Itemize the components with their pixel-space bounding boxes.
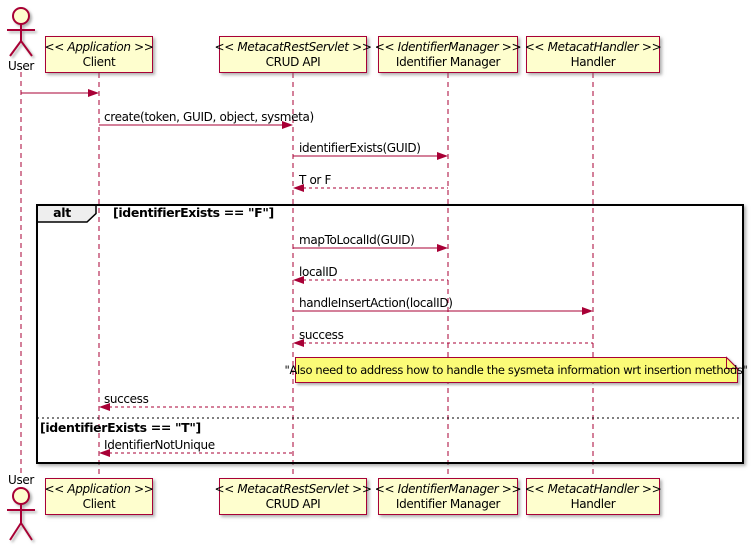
participant-client-bottom: << Application >> Client <box>44 478 154 515</box>
participant-stereotype: << Application >> <box>44 481 154 496</box>
arrow-user-client <box>21 89 99 97</box>
participant-client-top: << Application >> Client <box>44 36 154 73</box>
message-label-handle-insert-action: handleInsertAction(localID) <box>299 296 453 310</box>
participant-name: Handler <box>570 496 616 511</box>
participant-stereotype: << Application >> <box>44 39 154 54</box>
participant-stereotype: << MetacatHandler >> <box>524 39 662 54</box>
arrow-t-or-f-return <box>293 184 448 192</box>
arrow-create <box>99 121 293 129</box>
participant-name: CRUD API <box>265 496 321 511</box>
note-fold-icon <box>726 356 739 369</box>
participant-stereotype: << MetacatRestServlet >> <box>214 39 372 54</box>
note-text: "Also need to address how to handle the … <box>284 363 748 377</box>
alt-guard-identifier-exists-false: [identifierExists == "F"] <box>113 205 274 220</box>
participant-stereotype: << MetacatRestServlet >> <box>214 481 372 496</box>
participant-identifier-manager-bottom: << IdentifierManager >> Identifier Manag… <box>374 478 522 515</box>
participant-name: Client <box>82 496 116 511</box>
participant-name: Client <box>82 54 116 69</box>
lifelines <box>20 72 594 477</box>
participant-name: CRUD API <box>265 54 321 69</box>
message-label-identifier-not-unique: IdentifierNotUnique <box>104 438 215 452</box>
actor-user-bottom-icon <box>7 487 35 541</box>
participant-crud-api-top: << MetacatRestServlet >> CRUD API <box>214 36 372 73</box>
participant-name: Identifier Manager <box>395 54 501 69</box>
participant-stereotype: << MetacatHandler >> <box>524 481 662 496</box>
message-label-t-or-f: T or F <box>299 173 332 187</box>
actor-user-top-icon <box>7 7 35 57</box>
participant-identifier-manager-top: << IdentifierManager >> Identifier Manag… <box>374 36 522 73</box>
participant-handler-top: << MetacatHandler >> Handler <box>524 36 662 73</box>
participant-name: Identifier Manager <box>395 496 501 511</box>
note <box>295 356 739 383</box>
actor-user-bottom-label: User <box>8 473 34 487</box>
message-label-success-client: success <box>104 392 149 406</box>
participant-crud-api-bottom: << MetacatRestServlet >> CRUD API <box>214 478 372 515</box>
participant-handler-bottom: << MetacatHandler >> Handler <box>524 478 662 515</box>
note-body <box>295 357 738 383</box>
alt-guard-identifier-exists-true: [identifierExists == "T"] <box>40 420 201 435</box>
arrow-localid-return <box>293 276 448 284</box>
actor-user-top-label: User <box>8 59 34 73</box>
participant-stereotype: << IdentifierManager >> <box>374 481 522 496</box>
arrow-identifier-exists <box>293 152 448 160</box>
arrow-map-to-local-id <box>293 244 448 252</box>
message-label-create: create(token, GUID, object, sysmeta) <box>104 110 314 124</box>
message-label-identifier-exists: identifierExists(GUID) <box>299 141 421 155</box>
message-label-success-handler: success <box>299 328 344 342</box>
arrow-handle-insert-action <box>293 307 593 315</box>
participant-name: Handler <box>570 54 616 69</box>
message-label-localid: localID <box>299 265 338 279</box>
message-label-map-to-local-id: mapToLocalId(GUID) <box>299 233 415 247</box>
message-arrows <box>21 89 593 457</box>
alt-fragment-frame <box>36 204 744 464</box>
arrow-identifier-not-unique-return <box>99 449 293 457</box>
participant-stereotype: << IdentifierManager >> <box>374 39 522 54</box>
arrow-success-client-return <box>99 403 293 411</box>
alt-operator-label: alt <box>53 205 71 220</box>
arrow-success-handler-return <box>293 339 593 347</box>
